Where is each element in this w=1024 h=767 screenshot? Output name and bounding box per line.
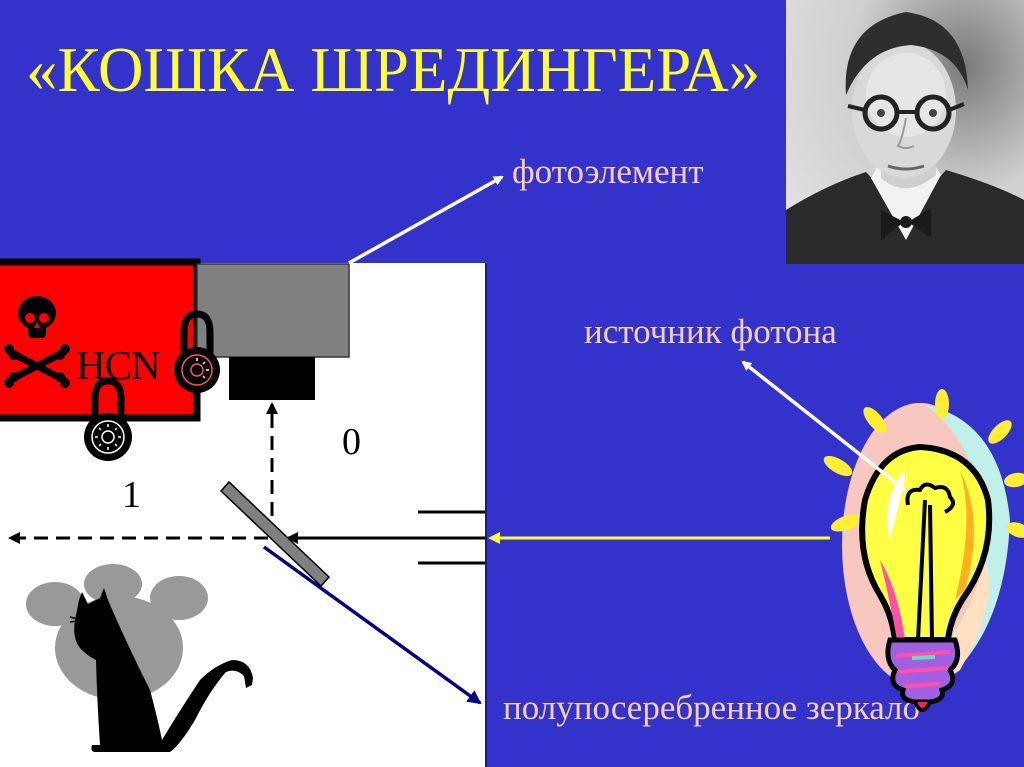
photoelement-label: фотоэлемент <box>512 152 704 191</box>
experiment-box <box>0 263 487 767</box>
slide-title: «КОШКА ШРЕДИНГЕРА» <box>26 35 761 105</box>
path-0-label: 0 <box>342 421 361 463</box>
photon-beam-arrowhead <box>488 532 500 544</box>
path-1-label: 1 <box>122 474 141 516</box>
mirror-label: полупосеребренное зеркало <box>503 688 921 727</box>
portrait-illustration <box>786 12 1024 264</box>
source-pointer <box>741 360 907 492</box>
lightbulb-icon <box>823 389 1024 712</box>
photon-source-label: источник фотона <box>584 312 837 351</box>
photoelement-pointer <box>348 175 504 265</box>
portrait-photo <box>786 0 1024 264</box>
poison-label: HCN <box>76 342 161 388</box>
